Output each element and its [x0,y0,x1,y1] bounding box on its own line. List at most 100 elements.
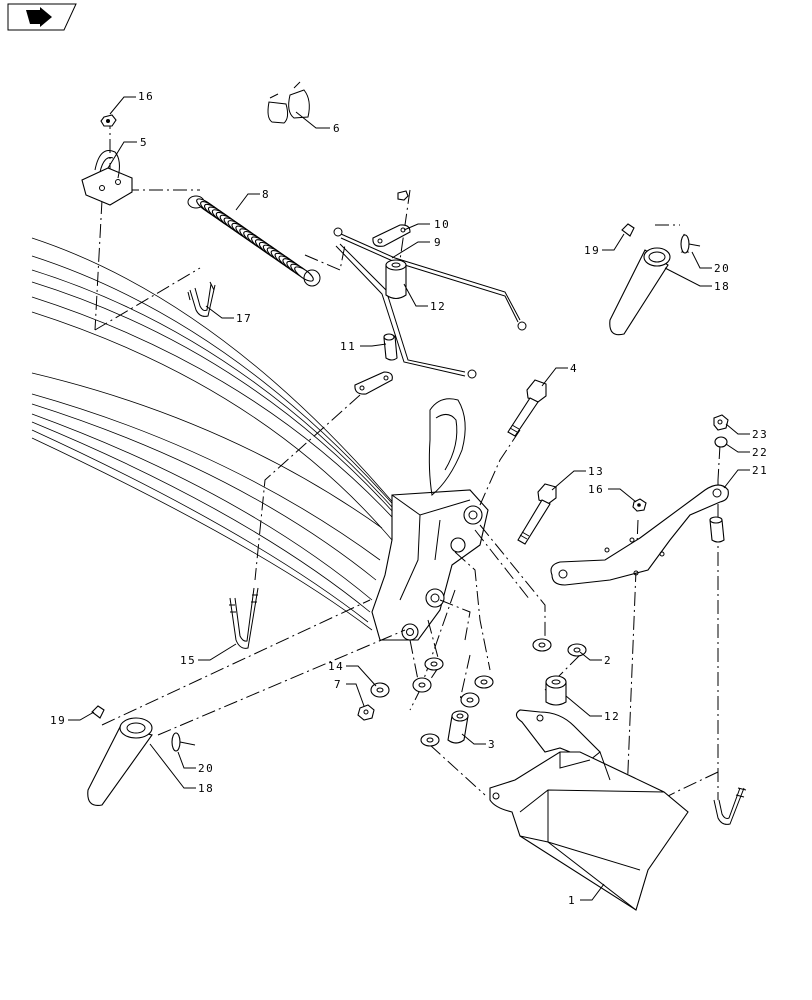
callout-1: 1 [568,883,605,907]
u-bolt-17 [187,281,216,317]
leaf-spring-frame [31,237,405,631]
callout-label: 20 [198,762,214,775]
assembly-lines [94,115,721,821]
clip-19-top [621,223,635,237]
callout-16: 16 [588,483,637,503]
pin-20-lower [171,732,196,752]
callout-leader [391,241,430,259]
clip-19-lower [91,705,105,719]
callout-label: 17 [236,312,252,325]
callout-label: 4 [570,362,578,375]
callout-leader [177,751,196,769]
callout-22: 22 [725,443,768,459]
callout-12: 12 [565,695,620,723]
callout-label: 16 [588,483,604,496]
callout-label: 12 [604,710,620,723]
callout-leader [664,267,712,287]
nav-arrow-icon[interactable] [7,3,77,31]
frame-member-1 [489,709,689,911]
washer-22 [714,436,728,448]
callout-8: 8 [235,188,270,211]
callout-13: 13 [551,465,604,491]
spring-8 [187,195,321,287]
callout-label: 7 [334,678,342,691]
link-plate-lower [354,371,393,395]
callout-leader [580,883,605,901]
callout-label: 23 [752,428,768,441]
callout-leader [725,423,750,435]
bushing-12-top [385,259,407,300]
bracket-5 [81,150,133,206]
callout-leader [346,683,365,707]
bushing-3 [447,710,469,744]
callout-leader [107,141,137,169]
callout-label: 13 [588,465,604,478]
callout-leader [403,283,428,307]
callout-leader [602,233,625,251]
callout-label: 14 [328,660,344,673]
callout-15: 15 [180,643,237,667]
callout-label: 22 [752,446,768,459]
callout-label: 9 [434,236,442,249]
callout-leader [235,193,260,211]
callout-leader [149,743,196,789]
u-bolt-15 [229,587,259,649]
callout-leader [461,733,486,745]
callout-leader [551,470,586,491]
nut-16-top [100,114,117,127]
callout-18: 18 [664,267,730,293]
callout-23: 23 [725,423,768,441]
callout-label: 21 [752,464,768,477]
callout-leader [198,643,237,661]
callout-17: 17 [205,305,252,325]
callout-leader [68,711,95,721]
callout-14: 14 [328,660,377,687]
callout-9: 9 [391,236,442,259]
callout-leader [565,695,602,717]
tube-18-lower [87,717,153,806]
callout-label: 8 [262,188,270,201]
callout-leader [725,443,750,453]
bolt-4 [507,379,547,437]
callout-label: 18 [198,782,214,795]
callout-leader [541,367,568,387]
callout-label: 16 [138,90,154,103]
linkage-rods-9 [333,227,527,379]
callout-19: 19 [50,711,95,727]
callout-7: 7 [334,678,365,707]
callout-label: 3 [488,738,496,751]
bushing-12-lower [545,675,567,706]
callout-label: 5 [140,136,148,149]
callout-11: 11 [340,340,387,353]
callout-20: 20 [691,251,730,275]
bolt-13 [517,483,557,545]
callout-leader [691,251,712,269]
callout-4: 4 [541,362,578,387]
u-bolt-bottom-right [713,787,747,825]
callout-6: 6 [295,111,340,135]
callout-leader [723,469,750,489]
central-bracket [371,398,489,641]
washer-group-left [357,638,587,747]
callout-3: 3 [461,733,496,751]
callout-label: 19 [584,244,600,257]
callout-label: 15 [180,654,196,667]
callout-leader [109,96,136,115]
callout-label: 12 [430,300,446,313]
plate-arm-21 [550,484,729,586]
callout-leader [295,111,330,129]
tube-18-top [609,247,671,336]
callout-label: 1 [568,894,576,907]
callout-label: 18 [714,280,730,293]
callout-leader [346,665,377,687]
callout-leader [608,488,637,503]
callout-21: 21 [723,464,768,489]
callout-leader [579,651,602,661]
callout-label: 20 [714,262,730,275]
callout-10: 10 [403,218,449,231]
clips-6 [267,81,310,124]
callout-label: 11 [340,340,356,353]
callout-leader [360,343,387,347]
link-plate-10 [372,190,411,247]
